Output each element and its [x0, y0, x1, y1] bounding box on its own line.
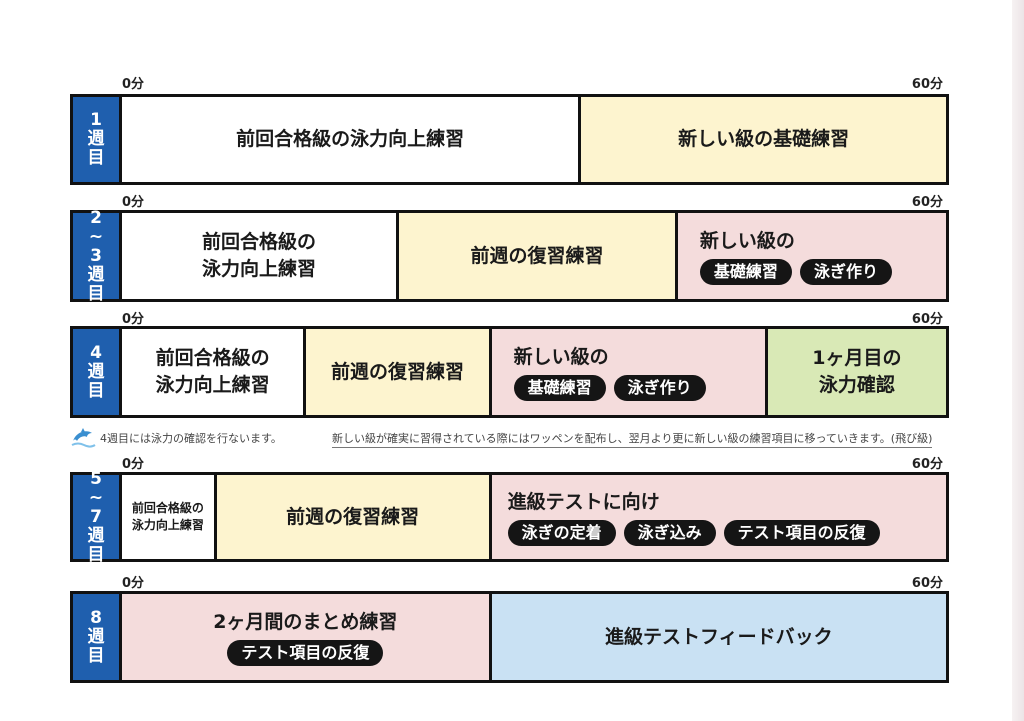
segment-new-level-basics: 新しい級の基礎練習 — [581, 97, 946, 182]
axis-start-label: 0分 — [122, 576, 145, 591]
segment-month-check: 1ヶ月目の 泳力確認 — [767, 329, 946, 415]
pill-test-item-repetition: テスト項目の反復 — [723, 519, 880, 546]
axis-end-label: 60分 — [911, 312, 943, 327]
axis-end-label: 60分 — [911, 195, 943, 210]
segment-previous-level-practice: 前回合格級の 泳力向上練習 — [122, 213, 399, 299]
segment-previous-week-review: 前週の復習練習 — [306, 329, 492, 415]
week-row-1: 1 週 目 前回合格級の泳力向上練習 新しい級の基礎練習 — [70, 94, 949, 185]
segment-new-level: 新しい級の 基礎練習 泳ぎ作り — [677, 213, 946, 299]
week-label: 4 週 目 — [73, 329, 122, 415]
week-label: 2 ~ 3 週 目 — [73, 208, 122, 303]
note-patch-promotion: 新しい級が確実に習得されている際にはワッペンを配布し、翌月より更に新しい級の練習… — [332, 430, 933, 448]
axis-end-label: 60分 — [911, 576, 943, 591]
segment-test-feedback: 進級テストフィードバック — [491, 594, 946, 680]
week-label: 8 週 目 — [73, 594, 122, 680]
axis-end-label: 60分 — [911, 77, 943, 92]
pill-stroke-stabilization: 泳ぎの定着 — [507, 519, 616, 546]
segment-level-test-prep: 進級テストに向け 泳ぎの定着 泳ぎ込み テスト項目の反復 — [491, 475, 946, 559]
segment-previous-week-review: 前週の復習練習 — [398, 213, 678, 299]
pill-group: 基礎練習 泳ぎ作り — [699, 258, 892, 285]
segment-previous-level-practice: 前回合格級の泳力向上練習 — [122, 97, 582, 182]
segment-new-level: 新しい級の 基礎練習 泳ぎ作り — [491, 329, 768, 415]
week-row-5-7: 5 ~ 7 週 目 前回合格級の 泳力向上練習 前週の復習練習 進級テストに向け… — [70, 469, 949, 564]
axis-end-label: 60分 — [911, 457, 943, 472]
note-month-check: 4週目には泳力の確認を行ないます。 — [100, 432, 282, 445]
pill-distance-swimming: 泳ぎ込み — [623, 519, 716, 546]
segment-two-month-summary: 2ヶ月間のまとめ練習 テスト項目の反復 — [122, 594, 492, 680]
segment-previous-level-practice: 前回合格級の 泳力向上練習 — [122, 475, 217, 559]
segment-previous-week-review: 前週の復習練習 — [216, 475, 492, 559]
pill-stroke-building: 泳ぎ作り — [613, 374, 706, 401]
axis-start-label: 0分 — [122, 195, 145, 210]
time-axis-week-5-7: 0分 60分 — [120, 453, 947, 472]
pill-test-item-repetition: テスト項目の反復 — [227, 639, 384, 666]
time-axis-week-8: 0分 60分 — [120, 572, 947, 591]
pill-group: テスト項目の反復 — [227, 639, 384, 666]
week-row-2-3: 2 ~ 3 週 目 前回合格級の 泳力向上練習 前週の復習練習 新しい級の 基礎… — [70, 208, 949, 303]
segment-previous-level-practice: 前回合格級の 泳力向上練習 — [122, 329, 307, 415]
time-axis-week-1: 0分 60分 — [120, 73, 947, 92]
time-axis-week-4: 0分 60分 — [120, 308, 947, 327]
axis-start-label: 0分 — [122, 312, 145, 327]
week-label: 5 ~ 7 週 目 — [73, 469, 122, 564]
page-edge — [1012, 0, 1024, 721]
week-row-4: 4 週 目 前回合格級の 泳力向上練習 前週の復習練習 新しい級の 基礎練習 泳… — [70, 326, 949, 418]
pill-stroke-building: 泳ぎ作り — [799, 258, 892, 285]
axis-start-label: 0分 — [122, 457, 145, 472]
week-row-8: 8 週 目 2ヶ月間のまとめ練習 テスト項目の反復 進級テストフィードバック — [70, 591, 949, 683]
note-line: 4週目には泳力の確認を行ないます。 新しい級が確実に習得されている際にはワッペン… — [70, 426, 950, 448]
axis-start-label: 0分 — [122, 77, 145, 92]
pill-basic-practice: 基礎練習 — [513, 374, 606, 401]
pill-group: 基礎練習 泳ぎ作り — [513, 374, 706, 401]
time-axis-week-2-3: 0分 60分 — [120, 191, 947, 210]
pill-basic-practice: 基礎練習 — [699, 258, 792, 285]
week-label: 1 週 目 — [73, 97, 122, 182]
dolphin-icon — [71, 428, 96, 448]
pill-group: 泳ぎの定着 泳ぎ込み テスト項目の反復 — [507, 519, 880, 546]
